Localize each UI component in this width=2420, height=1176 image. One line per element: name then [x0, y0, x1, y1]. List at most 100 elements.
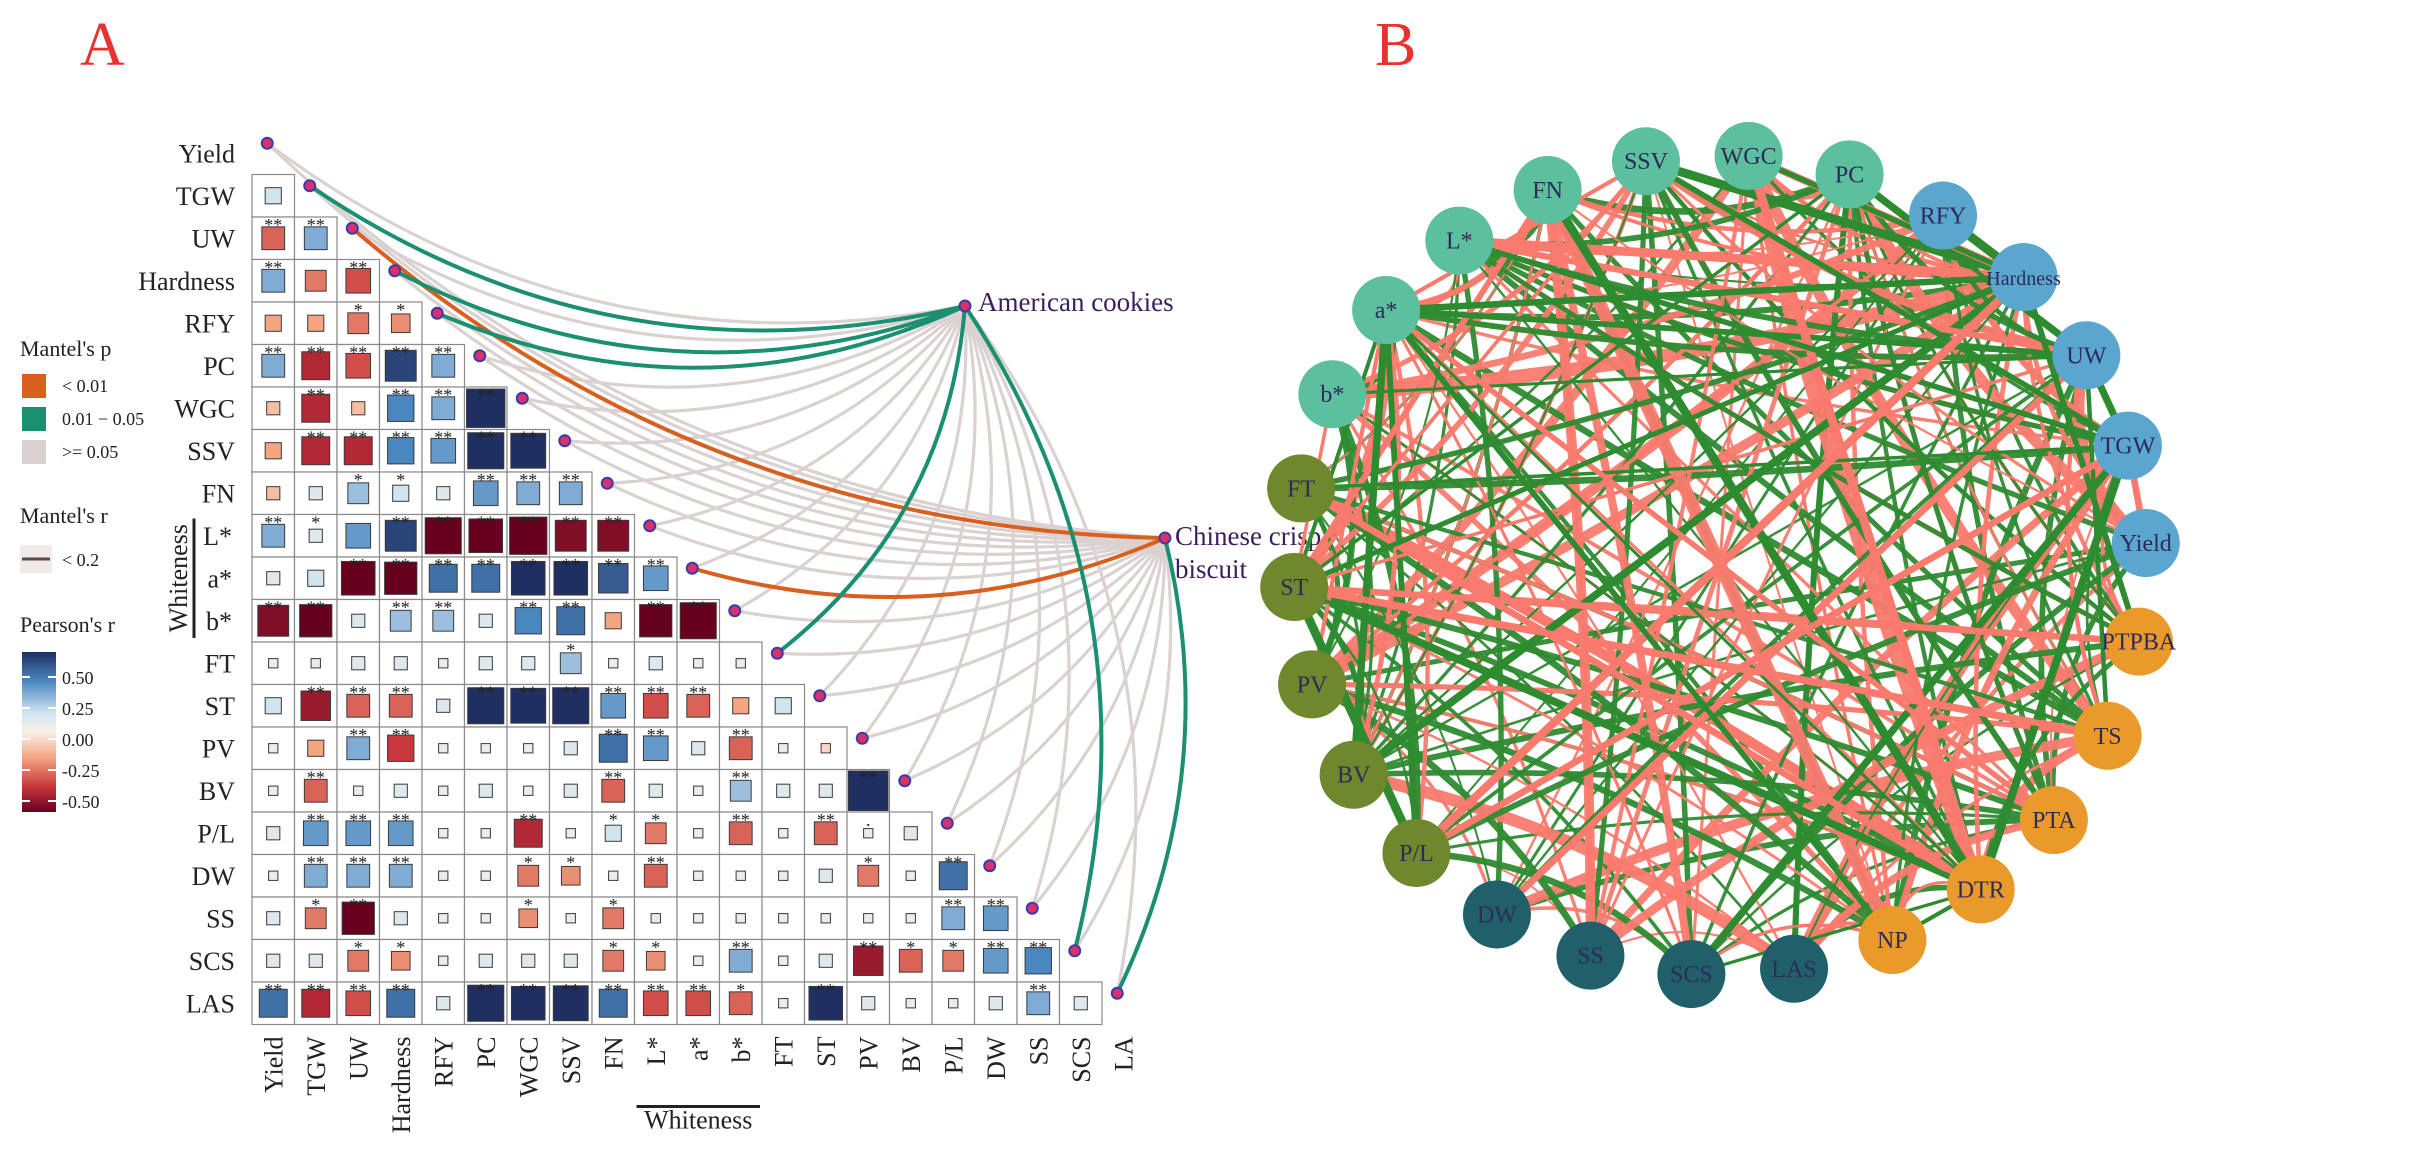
correlation-mark — [514, 607, 542, 635]
significance-mark: ** — [392, 810, 410, 830]
significance-mark: ** — [859, 938, 877, 958]
network-edge — [1384, 308, 1895, 942]
correlation-mark — [642, 735, 669, 762]
network-edge — [1351, 273, 2026, 778]
network-edge — [1352, 189, 1550, 776]
correlation-mark — [468, 518, 504, 554]
network-node — [1298, 360, 1367, 429]
network-node-label: NP — [1877, 928, 1908, 954]
network-edge — [1690, 887, 1982, 976]
network-edge — [1332, 353, 2087, 396]
mantel-link — [904, 537, 1167, 783]
significance-mark: ** — [604, 555, 622, 575]
target-label: biscuit — [1175, 554, 1247, 584]
significance-mark: ** — [732, 725, 750, 745]
mantel-link — [350, 226, 1166, 540]
significance-mark: ** — [647, 683, 665, 703]
correlation-mark — [518, 908, 539, 929]
network-node-label: TS — [2094, 724, 2122, 750]
network-node-label: Yield — [2120, 531, 2172, 557]
correlation-mark — [598, 988, 628, 1018]
network-node — [1260, 553, 1329, 622]
correlation-mark — [308, 486, 323, 501]
legend-item-label: < 0.2 — [62, 550, 99, 570]
network-edge — [1848, 172, 2088, 357]
correlation-mark — [898, 948, 923, 973]
row-label: Hardness — [138, 267, 235, 296]
correlation-mark — [480, 913, 491, 924]
significance-mark: ** — [1029, 980, 1047, 1000]
significance-mark: ** — [519, 683, 537, 703]
mantel-link — [733, 305, 967, 613]
correlation-mark — [732, 697, 750, 715]
heatmap-cell — [251, 556, 296, 601]
network-edge — [1790, 816, 2055, 972]
correlation-mark — [510, 985, 546, 1021]
correlation-mark — [431, 353, 456, 378]
correlation-mark — [266, 571, 281, 586]
correlation-mark — [948, 998, 959, 1009]
network-edge — [1747, 153, 2025, 280]
network-edge — [2021, 277, 2141, 643]
correlation-mark — [307, 569, 325, 587]
correlation-mark — [467, 687, 505, 725]
variable-node — [685, 561, 699, 575]
correlation-mark — [302, 820, 329, 847]
correlation-mark — [438, 870, 449, 881]
network-edge — [1311, 681, 1895, 943]
colorbar-tick-label: 0.25 — [62, 699, 94, 719]
correlation-mark — [818, 783, 833, 798]
row-label: TGW — [176, 182, 236, 211]
column-label: RFY — [429, 1036, 458, 1087]
variable-node — [855, 731, 869, 745]
network-node-label: PC — [1835, 162, 1864, 188]
correlation-mark — [393, 783, 408, 798]
significance-mark: ** — [987, 938, 1005, 958]
correlation-mark — [598, 563, 629, 594]
mantel-link — [393, 269, 1166, 540]
correlation-mark — [818, 953, 833, 968]
correlation-mark — [513, 818, 543, 848]
row-label: FT — [205, 649, 235, 678]
target-node — [958, 299, 972, 313]
correlation-mark — [387, 437, 415, 465]
network-node-label: BV — [1337, 763, 1371, 789]
significance-mark: ** — [349, 725, 367, 745]
correlation-mark — [303, 778, 328, 803]
row-label: b* — [206, 607, 232, 636]
target-label: Chinese crisp — [1175, 521, 1321, 551]
correlation-mark — [642, 990, 669, 1017]
variable-node — [303, 179, 317, 193]
variable-node — [260, 136, 274, 150]
network-node-label: SS — [1577, 944, 1604, 970]
correlation-mark — [941, 906, 966, 931]
heatmap-labels: YieldTGWUWHardnessRFYPCWGCSSVFNL*a*b*FTS… — [138, 136, 1321, 1135]
network-edge — [1293, 583, 2109, 739]
network-node — [2104, 607, 2173, 676]
target-node — [1158, 531, 1172, 545]
correlation-mark — [639, 604, 673, 638]
correlation-mark — [480, 870, 491, 881]
correlation-mark — [386, 988, 416, 1018]
row-label: DW — [192, 862, 236, 891]
significance-mark: ** — [604, 768, 622, 788]
legend-title: Mantel's p — [20, 336, 111, 361]
significance-mark: ** — [349, 683, 367, 703]
correlation-mark — [478, 953, 493, 968]
network-edge — [1384, 307, 2056, 823]
mantel-link — [903, 305, 994, 782]
correlation-mark — [642, 565, 669, 592]
correlation-mark — [861, 996, 876, 1011]
significance-mark: ** — [349, 895, 367, 915]
significance-mark: ** — [349, 980, 367, 1000]
panel-b-label: B — [1375, 11, 1416, 79]
correlation-mark — [258, 988, 288, 1018]
network-node — [2111, 508, 2180, 577]
network-node-label: Hardness — [1986, 268, 2061, 290]
significance-mark: ** — [477, 428, 495, 448]
network-edge — [1383, 309, 1420, 854]
network-node — [1425, 206, 1494, 275]
correlation-mark — [820, 913, 831, 924]
correlation-mark — [774, 697, 792, 715]
